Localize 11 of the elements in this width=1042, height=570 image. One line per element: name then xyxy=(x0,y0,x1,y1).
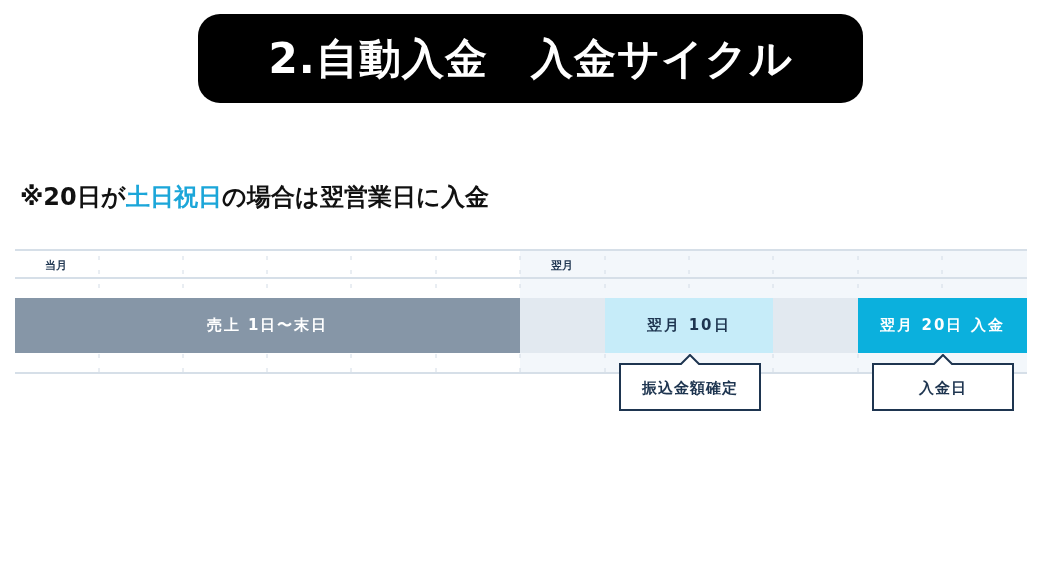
month-label: 当月 xyxy=(45,258,67,273)
month-label: 翌月 xyxy=(551,258,573,273)
title-banner: 2.自動入金 入金サイクル xyxy=(198,14,863,103)
timeline-bar xyxy=(773,298,858,353)
timeline-bar: 翌月 20日 入金 xyxy=(858,298,1027,353)
note-text: ※20日が土日祝日の場合は翌営業日に入金 xyxy=(20,182,489,213)
timeline-bar xyxy=(520,298,605,353)
timeline-bar: 売上 1日〜末日 xyxy=(15,298,520,353)
timeline-bar: 翌月 10日 xyxy=(605,298,773,353)
callout: 振込金額確定 xyxy=(619,354,761,411)
callout: 入金日 xyxy=(872,354,1014,411)
